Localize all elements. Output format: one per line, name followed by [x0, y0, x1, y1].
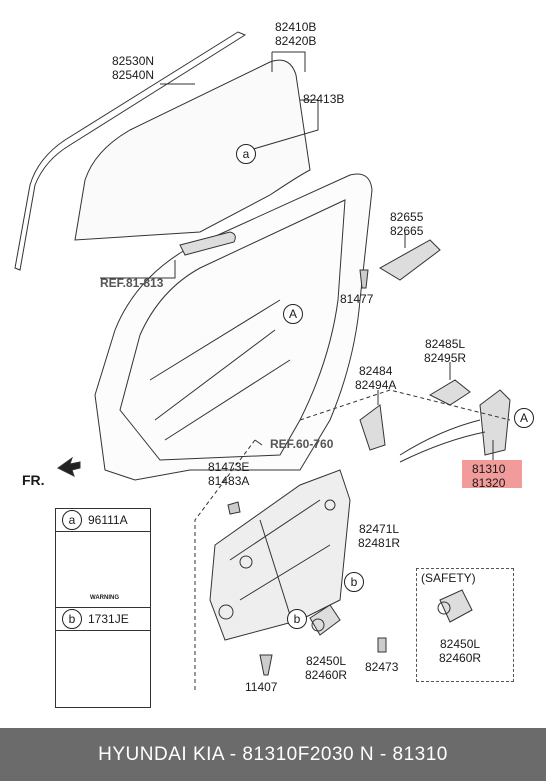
label-latch: 81310 81320 — [472, 462, 506, 490]
latch-bracket — [428, 379, 471, 406]
label-11407: 11407 — [245, 680, 278, 694]
door-shell — [94, 173, 373, 481]
legend-row-a: a 96111A — [56, 509, 150, 532]
door-latch — [479, 389, 511, 456]
label-latch-bracket: 82485L 82495R — [424, 337, 467, 365]
label-glass: 82410B 82420B — [275, 20, 317, 48]
callout-A-lower: A — [514, 408, 534, 428]
label-door-check: 82655 82665 — [390, 210, 424, 238]
window-glass — [74, 59, 311, 241]
outer-handle — [179, 231, 236, 256]
safety-motor — [439, 589, 473, 623]
legend-row-b: b 1731JE — [56, 607, 150, 631]
label-82473: 82473 — [365, 660, 399, 674]
legend-key-b: b — [62, 609, 82, 629]
sticker-text: WARNING — [90, 595, 119, 601]
label-motor: 82450L 82460R — [305, 654, 348, 682]
door-check — [379, 239, 441, 281]
callout-a: a — [236, 144, 256, 164]
legend-code-b: 1731JE — [88, 612, 129, 626]
parts-diagram — [14, 31, 511, 690]
latch-bracket-84 — [359, 404, 386, 451]
label-81477: 81477 — [340, 292, 374, 306]
legend-key-a: a — [62, 510, 82, 530]
label-glass-run: 82530N 82540N — [112, 54, 155, 82]
safety-title: (SAFETY) — [421, 571, 476, 585]
legend-box: a 96111A WARNING b 1731JE — [55, 508, 151, 708]
label-bracket-84: 82484 82494A — [355, 364, 397, 392]
label-glass-clip: 82413B — [303, 92, 345, 106]
legend-code-a: 96111A — [88, 513, 128, 527]
regulator-motor — [309, 604, 341, 636]
label-fr: FR. — [22, 472, 45, 488]
callout-A-upper: A — [283, 304, 303, 324]
footer-bar: HYUNDAI KIA - 81310F2030 N - 81310 — [0, 728, 546, 781]
ref-handle: REF.81-813 — [100, 276, 164, 290]
seal-piece — [227, 501, 241, 515]
safety-box: (SAFETY) 82450L 82460R — [416, 568, 514, 682]
front-arrow — [57, 456, 81, 477]
callout-b-upper: b — [344, 572, 364, 592]
callout-b-lower: b — [287, 609, 307, 629]
label-regulator: 82471L 82481R — [358, 522, 401, 550]
label-seal: 81473E 81483A — [208, 460, 250, 488]
glass-run-channel — [14, 31, 247, 271]
ref-door: REF.60-760 — [270, 437, 334, 451]
highlight-latch — [462, 460, 522, 488]
